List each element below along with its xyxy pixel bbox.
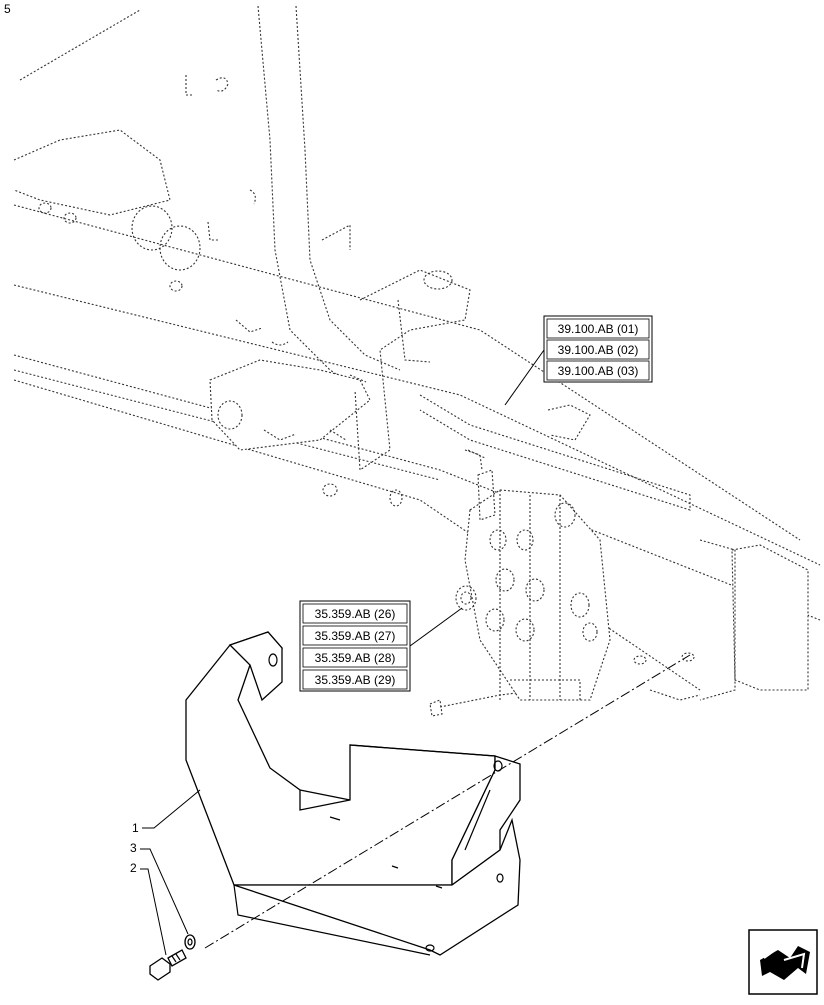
page-return-arrow-icon[interactable] xyxy=(748,929,818,995)
ref-box[interactable]: 35.359.AB (28) xyxy=(302,647,408,668)
ref-label[interactable]: 39.100.AB (01) xyxy=(558,322,639,336)
ref-label[interactable]: 35.359.AB (29) xyxy=(315,673,396,687)
ref-label[interactable]: 39.100.AB (03) xyxy=(558,364,639,378)
ref-box[interactable]: 35.359.AB (26) xyxy=(302,603,408,624)
ref-box[interactable]: 39.100.AB (02) xyxy=(546,339,650,360)
fastener-centerline xyxy=(204,654,691,949)
ref-label[interactable]: 39.100.AB (02) xyxy=(558,343,639,357)
callout-1[interactable]: 1 xyxy=(132,789,201,835)
ref-label[interactable]: 35.359.AB (28) xyxy=(315,651,396,665)
ref-label[interactable]: 35.359.AB (27) xyxy=(315,629,396,643)
phantom-frame xyxy=(13,5,821,701)
sheet-id: 5 xyxy=(4,2,11,16)
control-valve xyxy=(429,449,611,717)
callout-2[interactable]: 2 xyxy=(130,861,167,956)
washer xyxy=(184,934,196,950)
ref-box[interactable]: 39.100.AB (01) xyxy=(546,318,650,339)
ref-box[interactable]: 35.359.AB (27) xyxy=(302,625,408,646)
ref-group-b: 35.359.AB (26) 35.359.AB (27) 35.359.AB … xyxy=(299,600,463,692)
ref-label[interactable]: 35.359.AB (26) xyxy=(315,607,396,621)
ref-group-a: 39.100.AB (01) 39.100.AB (02) 39.100.AB … xyxy=(504,315,653,406)
callout-number[interactable]: 1 xyxy=(132,821,139,835)
callout-number[interactable]: 3 xyxy=(130,841,137,855)
ref-box[interactable]: 39.100.AB (03) xyxy=(546,360,650,381)
callout-number[interactable]: 2 xyxy=(130,861,137,875)
valve-guard xyxy=(185,631,521,956)
callout-3[interactable]: 3 xyxy=(130,841,189,935)
bolt xyxy=(149,949,187,981)
ref-box[interactable]: 35.359.AB (29) xyxy=(302,669,408,690)
